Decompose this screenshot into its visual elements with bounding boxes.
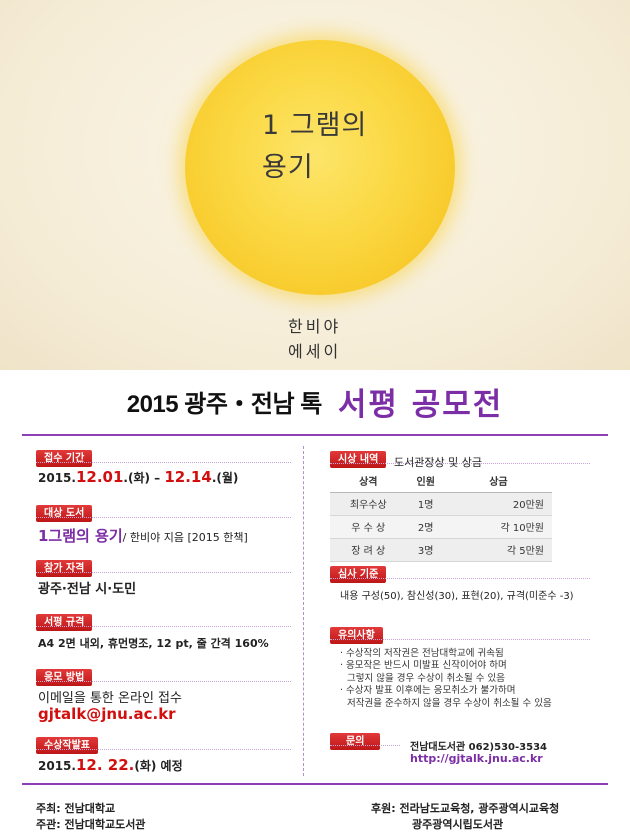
page-headline: 2015 광주・전남 톡 서평 공모전 (0, 372, 630, 430)
qualification-label: 참가 자격 (36, 560, 93, 577)
announce-year: 2015. (38, 759, 76, 773)
headline-accent: 서평 공모전 (337, 386, 504, 423)
award-prize: 20만원 (444, 492, 552, 516)
period-start-day: .(화) (123, 471, 150, 485)
book-rule (36, 517, 291, 518)
award-count: 3명 (406, 538, 445, 562)
book-cover-title-line2: 용기 (262, 152, 314, 183)
award-count: 2명 (406, 515, 445, 539)
sponsor-text-line2: 광주광역시립도서관 (412, 818, 504, 831)
book-cover-image: 1 그램의 용기 한비야 에세이 (0, 0, 630, 370)
note-line: · 수상작의 저작권은 전남대학교에 귀속됨 (340, 648, 504, 659)
note-line: · 수상자 발표 이후에는 응모취소가 불가하며 (340, 685, 516, 697)
qualification-value: 광주·전남 시·도민 (38, 582, 137, 597)
announce-rest: (화) 예정 (134, 759, 183, 773)
award-rank: 우 수 상 (330, 515, 407, 539)
award-count: 1명 (406, 492, 445, 516)
period-rule (36, 462, 291, 463)
method-rule (36, 681, 291, 682)
award-rank: 최우수상 (330, 492, 407, 516)
email-link[interactable]: gjtalk@jnu.ac.kr (38, 705, 176, 723)
award-table-header: 상격 인원 상금 (330, 470, 552, 493)
book-label: 대상 도서 (36, 505, 93, 522)
period-value: 2015.12.01.(화) – 12.14.(월) (38, 468, 238, 486)
table-row: 최우수상 1명 20만원 (330, 492, 552, 516)
award-prize: 각 5만원 (444, 538, 552, 562)
qualification-rule (36, 572, 291, 573)
award-header-count: 인원 (406, 470, 445, 493)
period-end: 12.14 (164, 468, 212, 486)
host-text: 주최: 전남대학교 (36, 802, 116, 815)
announce-label: 수상작발표 (36, 737, 98, 754)
note-line: 저작권을 준수하지 않을 경우 수상이 취소될 수 있음 (347, 697, 552, 709)
period-start: 12.01 (75, 468, 124, 486)
period-end-day: .(월) (211, 471, 239, 485)
announce-date: 12. 22. (75, 756, 135, 774)
period-label: 접수 기간 (36, 450, 93, 467)
criteria-label: 심사 기준 (330, 566, 387, 583)
book-cover-title-line1: 1 그램의 (262, 110, 368, 141)
spec-label: 서평 규격 (36, 614, 93, 631)
organizer-text: 주관: 전남대학교도서관 (36, 818, 146, 831)
method-label: 응모 방법 (36, 669, 93, 686)
note-line: · 응모작은 반드시 미발표 신작이어야 하며 (340, 660, 507, 672)
award-header-prize: 상금 (444, 470, 552, 493)
column-divider (303, 446, 304, 776)
contact-rule (330, 745, 400, 746)
period-year: 2015. (38, 471, 76, 485)
period-dash: – (150, 471, 165, 485)
top-divider (22, 434, 608, 436)
note-line: 그렇지 않을 경우 수상이 취소될 수 있음 (347, 672, 505, 684)
book-value: 1그램의 용기/ 한비야 지음 [2015 한책] (38, 525, 248, 546)
table-row: 우 수 상 2명 각 10만원 (330, 515, 552, 539)
book-author-info: / 한비야 지음 [2015 한책] (122, 531, 248, 544)
book-cover-author: 한비야 에세이 (288, 314, 368, 364)
announce-value: 2015.12. 22.(화) 예정 (38, 756, 183, 774)
book-cover-author-line1: 한비야 (288, 317, 342, 336)
contact-value: 전남대도서관 062)530-3534 (410, 742, 547, 753)
table-row: 장 려 상 3명 각 5만원 (330, 538, 552, 562)
book-cover-author-line2: 에세이 (288, 342, 342, 361)
notes-rule (330, 639, 590, 640)
notes-label: 유의사항 (330, 627, 383, 644)
bottom-divider (22, 783, 608, 785)
award-prize: 각 10만원 (444, 515, 552, 539)
criteria-value: 내용 구성(50), 참신성(30), 표현(20), 규격(미준수 -3) (340, 591, 574, 602)
award-rank: 장 려 상 (330, 538, 407, 562)
award-table: 상격 인원 상금 최우수상 1명 20만원 우 수 상 2명 각 10만원 장 … (330, 470, 552, 562)
spec-value: A4 2면 내외, 휴먼명조, 12 pt, 줄 간격 160% (38, 637, 269, 650)
announce-rule (36, 749, 291, 750)
method-value: 이메일을 통한 온라인 접수 (38, 691, 182, 706)
sun-illustration (185, 40, 455, 295)
sponsor-text-line1: 후원: 전라남도교육청, 광주광역시교육청 (371, 802, 560, 815)
headline-main: 2015 광주・전남 톡 (126, 390, 323, 418)
notes-list: · 수상작의 저작권은 전남대학교에 귀속됨 · 응모작은 반드시 미발표 신작… (340, 648, 600, 710)
award-header-rank: 상격 (330, 470, 407, 493)
book-title: 1그램의 용기 (38, 527, 123, 545)
award-rule (330, 463, 590, 464)
contact-label: 문의 (330, 733, 381, 750)
book-cover-title: 1 그램의 용기 (262, 105, 392, 189)
award-description: 도서관장상 및 상금 (394, 456, 482, 469)
spec-rule (36, 626, 291, 627)
award-label: 시상 내역 (330, 451, 387, 468)
website-link[interactable]: http://gjtalk.jnu.ac.kr (410, 752, 543, 765)
criteria-rule (330, 578, 590, 579)
